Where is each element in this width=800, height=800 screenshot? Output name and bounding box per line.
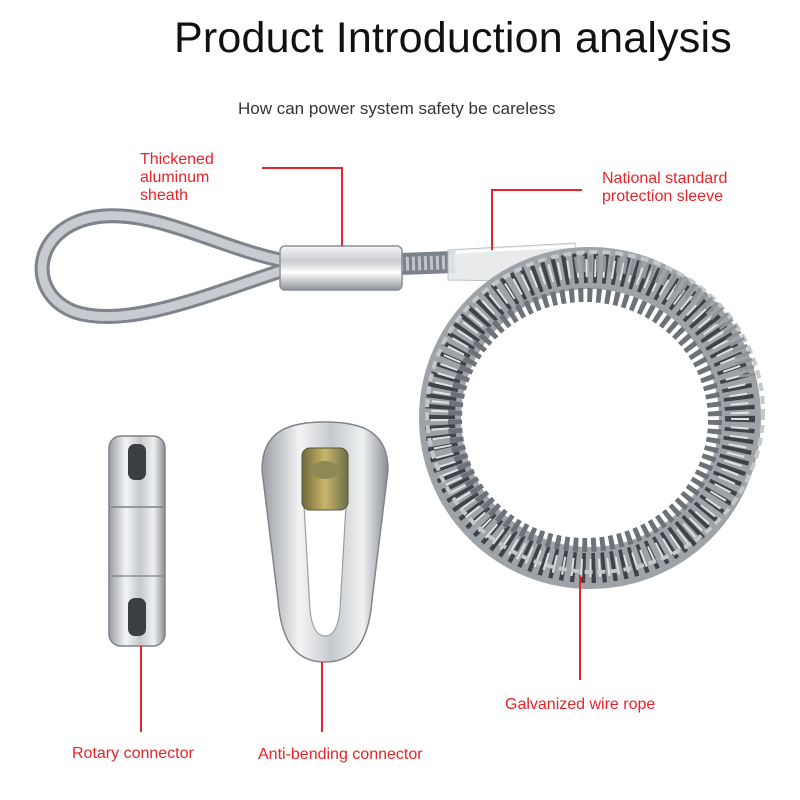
sheath-label: Thickened aluminum sheath [140,151,214,205]
wire-eye-loop [34,208,298,325]
sleeve-label-line1: National standard [602,170,728,187]
sleeve-leader [491,189,582,250]
sleeve-label-line2: protection sleeve [602,188,723,205]
anti-bending-connector-image [261,421,389,663]
sheath-leader [262,167,343,246]
aluminum-sheath [279,245,403,291]
sheath-label-line1: Thickened [140,151,214,168]
sheath-label-line2: aluminum [140,169,210,186]
anti-bending-connector-label: Anti-bending connector [258,746,423,763]
callout-lines [140,167,582,732]
wire-rope-coil [419,247,765,589]
rotary-connector-label: Rotary connector [72,745,194,762]
sleeve-label: National standard protection sleeve [602,170,727,206]
rotary-connector-image [108,435,166,647]
wire-rope-label: Galvanized wire rope [505,696,656,713]
page-title: Product Introduction analysis [174,14,732,62]
sheath-label-line3: sheath [140,187,189,204]
page-subtitle: How can power system safety be careless [238,99,556,118]
wire-segment [399,251,456,275]
